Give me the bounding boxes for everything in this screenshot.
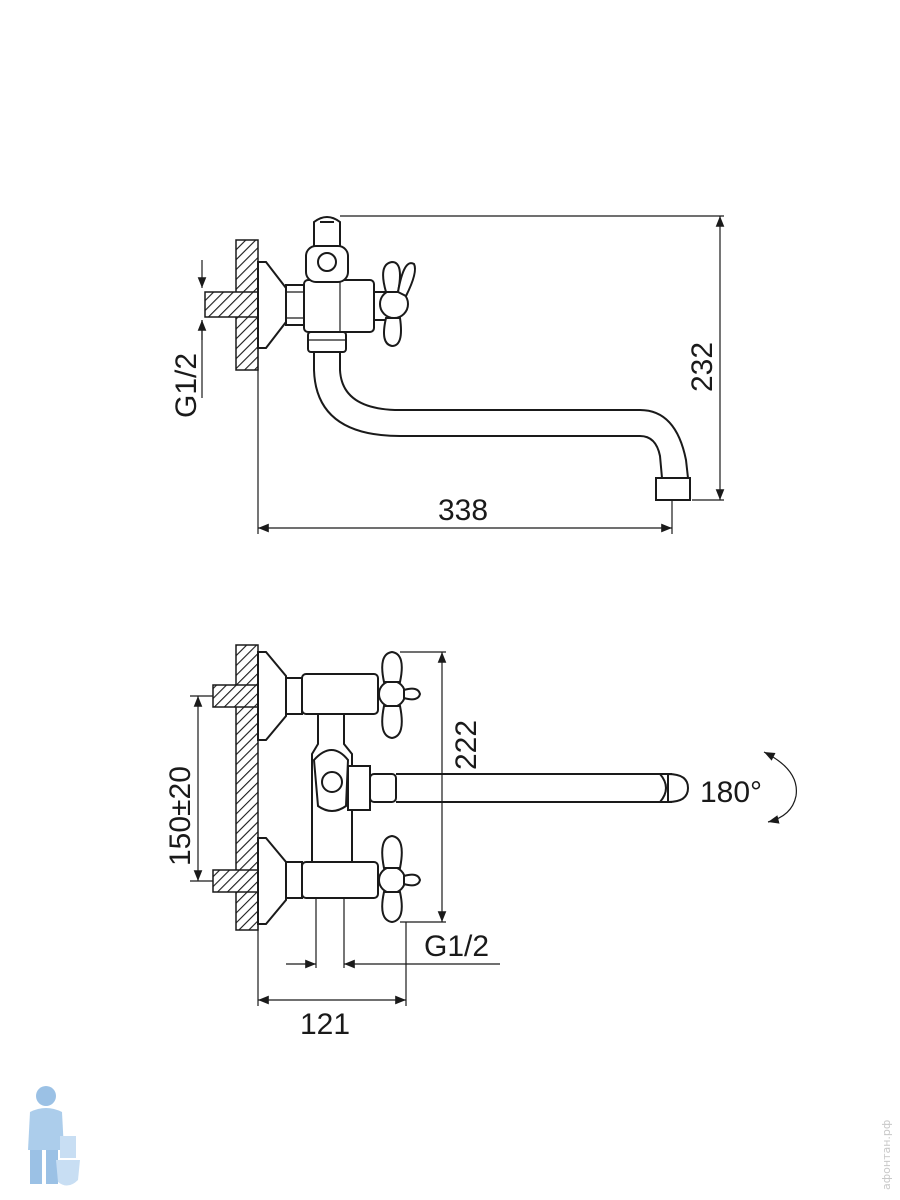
- plumber-logo: [28, 1086, 80, 1186]
- side-spout-collar: [307, 331, 347, 353]
- front-spout-end: [667, 772, 690, 804]
- side-height-label: 232: [686, 342, 719, 392]
- side-handle-lever-up: [382, 260, 401, 293]
- side-mixer-body: [303, 279, 375, 333]
- front-thread-label: G1/2: [424, 930, 489, 963]
- front-spout-collar: [347, 765, 371, 811]
- side-aerator: [655, 477, 691, 501]
- front-lower-body: [301, 861, 379, 899]
- front-handle-top-hub: [378, 680, 406, 708]
- rotation-label: 180°: [700, 776, 762, 809]
- front-upper-body: [301, 673, 379, 715]
- front-escutcheon-bottom: [257, 837, 287, 925]
- front-spacing-label: 150±20: [164, 766, 197, 866]
- side-width-label: 338: [438, 494, 488, 527]
- watermark-text: афонтан.рф: [880, 1120, 893, 1190]
- front-escutcheon-top: [257, 651, 287, 741]
- side-handle-lever-down: [383, 317, 402, 348]
- front-handle-top-lever: [381, 650, 403, 683]
- front-handle-bottom-lever: [381, 834, 403, 869]
- front-handle-bottom-hub: [378, 866, 406, 894]
- side-nut: [285, 284, 305, 326]
- side-thread-label: G1/2: [170, 353, 203, 418]
- front-wall-pipe-bottom: [212, 869, 259, 893]
- rotation-arrow: [763, 751, 797, 824]
- side-shower-holder: [313, 216, 341, 246]
- front-depth-label: 121: [300, 1008, 350, 1041]
- side-handle-lever-up2: [396, 262, 416, 298]
- side-view: G1/2 232 338: [170, 215, 725, 534]
- front-wall-hatch: [235, 644, 259, 931]
- front-height-label: 222: [450, 720, 483, 770]
- front-wall-pipe-top: [212, 684, 259, 708]
- front-view: 222 150±20 G1/2 121 180°: [164, 644, 797, 1041]
- side-wall-pipe: [204, 291, 259, 318]
- side-spout: [313, 352, 663, 479]
- side-escutcheon: [257, 261, 287, 349]
